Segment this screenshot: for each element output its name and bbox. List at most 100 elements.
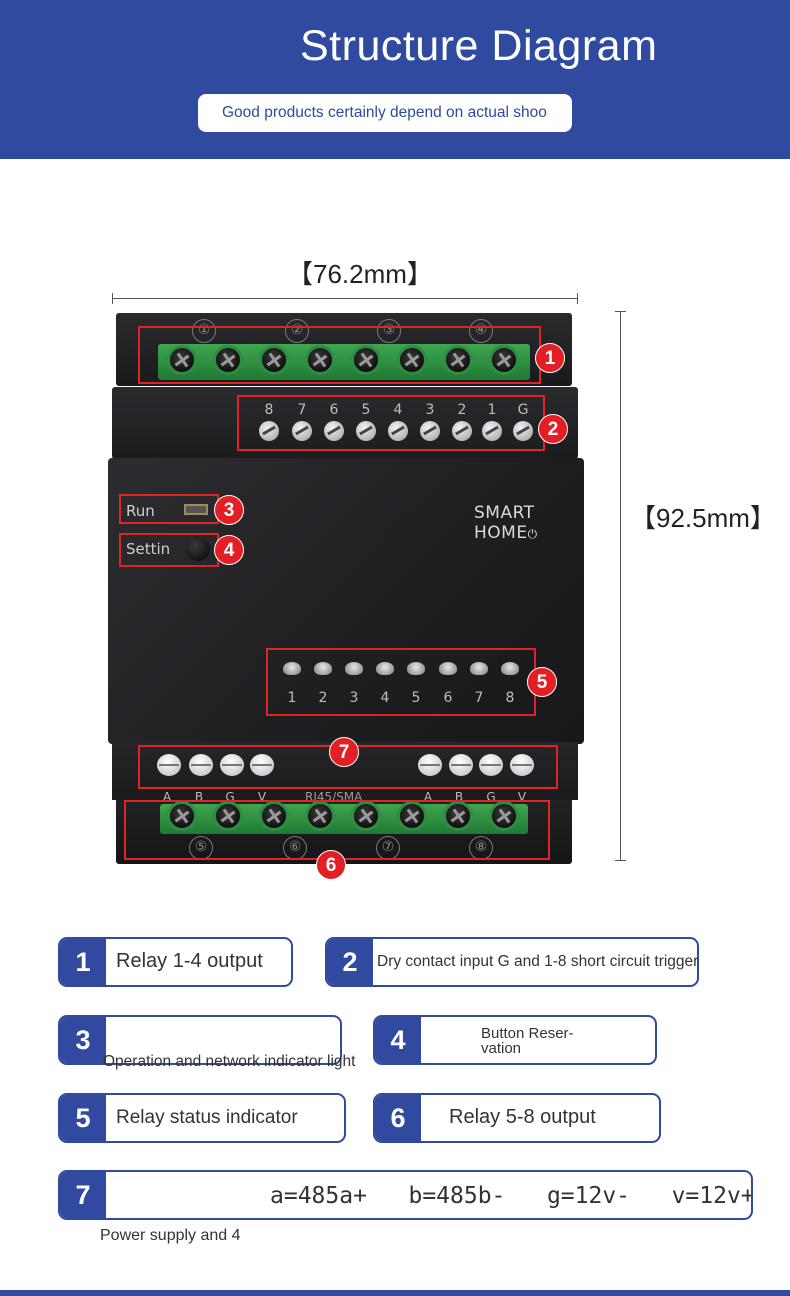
legend-item-3: 3 [58,1015,342,1065]
header-banner: Structure Diagram Good products certainl… [0,0,790,159]
legend-note-7: Power supply and 4 [100,1227,241,1244]
callout-marker-4: 4 [214,535,244,565]
bus-screw [479,754,503,776]
width-dimension-line [112,293,578,304]
brand-line-home: HOME⏻ [474,523,538,543]
power-icon: ⏻ [527,527,538,541]
width-dimension-label: 【76.2mm】 [287,259,433,289]
page-title: Structure Diagram [300,22,658,70]
input-label: 8 [264,402,274,418]
legend-item-6: 6 Relay 5-8 output [373,1093,661,1143]
callout-box-5 [266,648,536,716]
terminal-screw [397,345,427,375]
input-screw [292,421,312,441]
terminal-screw [397,801,427,831]
bus-label: V [517,790,527,804]
bus-screw [250,754,274,776]
device-upper-section [112,387,578,459]
legend-text: Relay 1-4 output [116,950,263,972]
callout-box-4 [119,533,219,567]
callout-box-2 [237,395,545,451]
terminal-screw [305,801,335,831]
subtitle-text: Good products certainly depend on actual… [222,104,547,121]
bus-label: B [454,790,464,804]
input-label: 5 [361,402,371,418]
legend-item-1: 1 Relay 1-4 output [58,937,293,987]
bus-label: G [486,790,496,804]
callout-marker-3: 3 [214,495,244,525]
bus-screw [510,754,534,776]
led-label: 8 [505,690,515,706]
relay-status-led [283,662,301,675]
relay-status-led [407,662,425,675]
relay-status-led [314,662,332,675]
terminal-screw [351,345,381,375]
input-screw [482,421,502,441]
height-dimension-line [615,311,626,861]
input-screw [324,421,344,441]
legend-number: 4 [375,1017,421,1063]
legend-number: 1 [60,939,106,985]
bus-screw [449,754,473,776]
callout-marker-7: 7 [329,737,359,767]
relay-status-led [439,662,457,675]
led-label: 5 [411,690,421,706]
terminal-screw [351,801,381,831]
input-screw [452,421,472,441]
bus-label: A [162,790,172,804]
bus-label: V [257,790,267,804]
input-label: 7 [297,402,307,418]
callout-marker-2: 2 [538,414,568,444]
legend-number: 2 [327,939,373,985]
led-label: 3 [349,690,359,706]
relay-status-led [376,662,394,675]
input-label: 1 [487,402,497,418]
legend-number: 5 [60,1095,106,1141]
input-label: G [517,402,529,418]
input-screw [388,421,408,441]
bus-screw [189,754,213,776]
footer-bar [0,1290,790,1296]
input-label: 2 [457,402,467,418]
run-label: Run [126,502,155,520]
legend-item-7: 7 a=485a+ b=485b- g=12v- v=12v+ [58,1170,753,1220]
legend-item-5: 5 Relay status indicator [58,1093,346,1143]
led-label: 2 [318,690,328,706]
led-label: 4 [380,690,390,706]
led-label: 6 [443,690,453,706]
setting-button [186,537,210,561]
relay-status-led [345,662,363,675]
terminal-screw [259,345,289,375]
input-label: 4 [393,402,403,418]
input-screw [420,421,440,441]
bus-label: G [225,790,235,804]
terminal-screw [259,801,289,831]
terminal-screw [489,801,519,831]
input-label: 6 [329,402,339,418]
legend-text: Relay 5-8 output [449,1106,596,1128]
bus-screw [418,754,442,776]
brand-logo: SMART HOME⏻ [474,503,538,544]
callout-marker-6: 6 [316,850,346,880]
bus-label: B [194,790,204,804]
subtitle-pill: Good products certainly depend on actual… [198,94,572,132]
relay-status-led [501,662,519,675]
bus-screw [220,754,244,776]
legend-number: 7 [60,1172,106,1218]
legend-number: 3 [60,1017,106,1063]
callout-box-1 [138,326,541,384]
legend-text-3: Operation and network indicator light [103,1053,356,1070]
led-label: 7 [474,690,484,706]
input-screw [356,421,376,441]
terminal-screw [213,345,243,375]
legend-item-4: 4 Button Reser- vation [373,1015,657,1065]
setting-label: Settin [126,540,171,558]
brand-line-smart: SMART [474,503,535,523]
led-label: 1 [287,690,297,706]
height-dimension-label: 【92.5mm】 [630,503,776,533]
input-label: 3 [425,402,435,418]
terminal-screw [167,801,197,831]
legend-text: a=485a+ b=485b- g=12v- v=12v+ [270,1183,753,1209]
callout-box-3 [119,494,219,524]
terminal-screw [489,345,519,375]
